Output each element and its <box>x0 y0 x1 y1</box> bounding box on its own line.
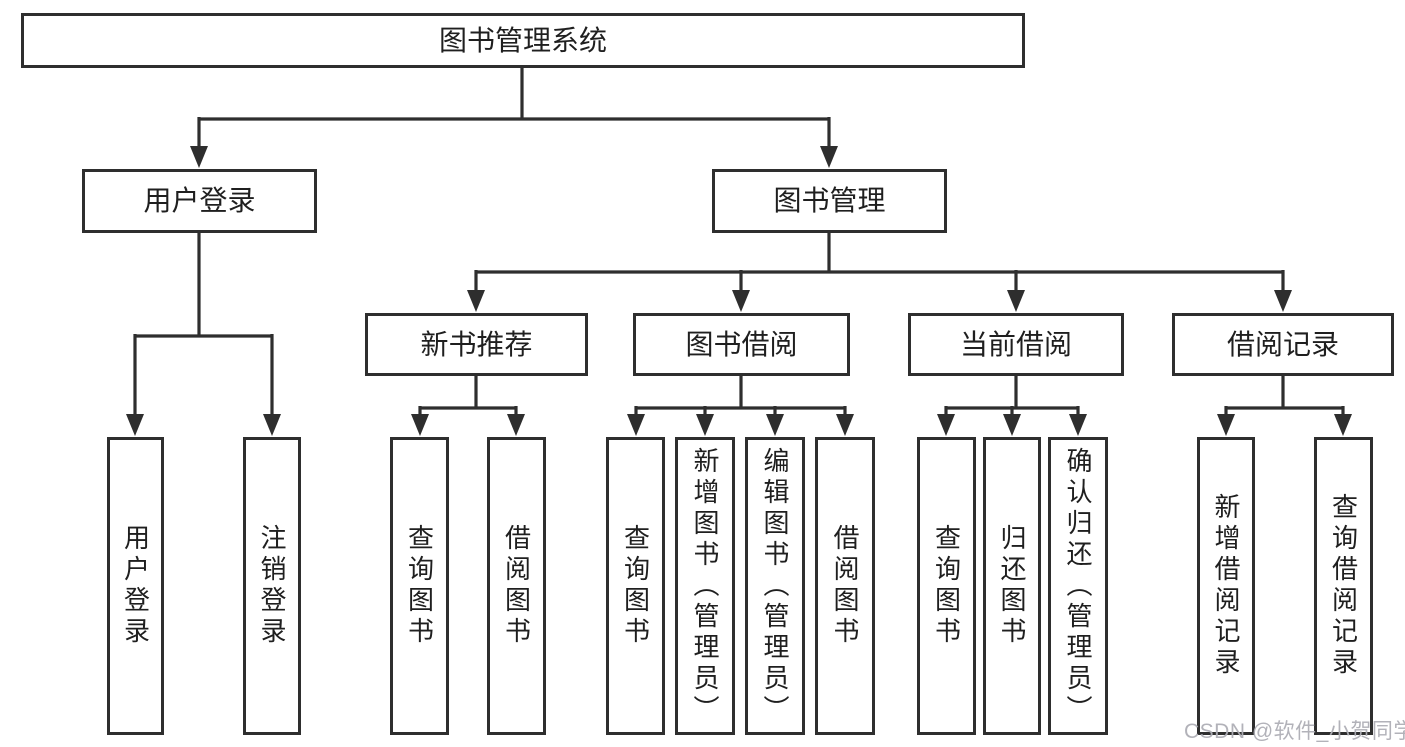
node-user-login: 用户登录 <box>82 169 317 233</box>
leaf-add-books-admin: 新增图书（管理员） <box>675 437 735 735</box>
node-book-management-label: 图书管理 <box>773 185 886 216</box>
node-new-book-recommend-label: 新书推荐 <box>420 328 533 360</box>
csdn-watermark: CSDN @软件_小贺同学 <box>1184 720 1405 743</box>
node-new-book-recommend: 新书推荐 <box>365 313 588 376</box>
node-book-borrow: 图书借阅 <box>633 313 850 376</box>
leaf-borrow-books-label: 借阅图书 <box>830 524 860 648</box>
connector-book-management-children <box>467 233 1292 312</box>
leaf-query-books-borrow: 查询图书 <box>606 437 665 735</box>
leaf-borrow-books-recommend-label: 借阅图书 <box>501 524 532 648</box>
connector-current-borrow-children <box>937 376 1087 436</box>
node-borrow-records-label: 借阅记录 <box>1226 328 1339 360</box>
leaf-query-books-recommend-label: 查询图书 <box>404 524 435 648</box>
leaf-query-borrow-record-label: 查询借阅记录 <box>1328 493 1359 679</box>
connector-user-login-children <box>126 233 281 436</box>
leaf-query-books-current: 查询图书 <box>917 437 976 735</box>
node-user-login-label: 用户登录 <box>143 185 256 216</box>
leaf-user-login: 用户登录 <box>107 437 164 735</box>
node-book-management: 图书管理 <box>712 169 947 233</box>
leaf-add-books-admin-label: 新增图书（管理员） <box>690 446 720 726</box>
node-current-borrow: 当前借阅 <box>908 313 1124 376</box>
connector-book-borrow-children <box>627 376 854 436</box>
leaf-logout: 注销登录 <box>243 437 301 735</box>
leaf-confirm-return-admin-label: 确认归还（管理员） <box>1063 446 1093 726</box>
leaf-borrow-books-recommend: 借阅图书 <box>487 437 546 735</box>
leaf-return-books: 归还图书 <box>983 437 1041 735</box>
leaf-add-borrow-record-label: 新增借阅记录 <box>1211 493 1241 679</box>
leaf-return-books-label: 归还图书 <box>997 524 1027 648</box>
node-book-borrow-label: 图书借阅 <box>685 328 798 360</box>
leaf-user-login-label: 用户登录 <box>120 524 151 648</box>
node-root-system-label: 图书管理系统 <box>438 24 607 56</box>
leaf-confirm-return-admin: 确认归还（管理员） <box>1048 437 1108 735</box>
leaf-query-books-recommend: 查询图书 <box>390 437 449 735</box>
node-borrow-records: 借阅记录 <box>1172 313 1394 376</box>
leaf-logout-label: 注销登录 <box>257 524 287 648</box>
leaf-query-books-current-label: 查询图书 <box>931 524 962 648</box>
leaf-add-borrow-record: 新增借阅记录 <box>1197 437 1255 735</box>
connector-borrow-records-children <box>1217 376 1352 436</box>
leaf-query-borrow-record: 查询借阅记录 <box>1314 437 1373 735</box>
connector-root-to-level2 <box>190 68 838 168</box>
connector-new-book-recommend-children <box>411 376 525 436</box>
leaf-borrow-books: 借阅图书 <box>815 437 875 735</box>
node-root-system: 图书管理系统 <box>21 13 1025 68</box>
leaf-query-books-borrow-label: 查询图书 <box>620 524 651 648</box>
leaf-edit-books-admin-label: 编辑图书（管理员） <box>760 446 790 726</box>
leaf-edit-books-admin: 编辑图书（管理员） <box>745 437 805 735</box>
node-current-borrow-label: 当前借阅 <box>959 328 1072 360</box>
